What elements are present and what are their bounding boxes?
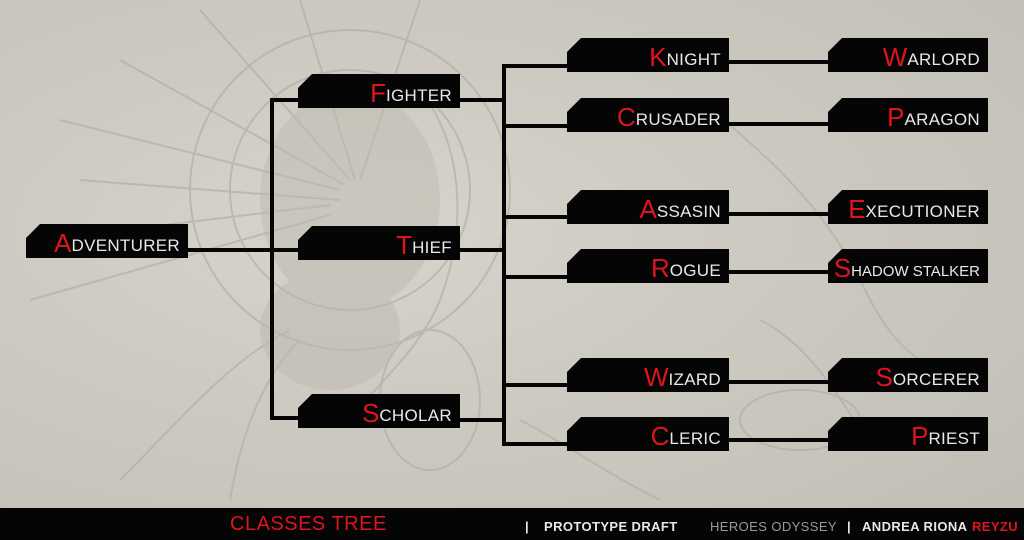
node-wizard-label: izard	[668, 370, 721, 389]
node-scholar: Scholar	[298, 394, 460, 428]
node-crusader-initial: C	[616, 102, 636, 132]
node-assasin: Assasin	[567, 190, 729, 224]
node-crusader-label: rusader	[635, 110, 721, 129]
node-fighter-initial: F	[370, 78, 386, 108]
node-executioner: Executioner	[828, 190, 988, 224]
node-sorcerer-label: orcerer	[892, 370, 980, 389]
node-paragon: Paragon	[828, 98, 988, 132]
footer-title: CLASSES TREE	[230, 513, 387, 535]
footer-project: HEROES ODYSSEY	[710, 519, 837, 534]
node-cleric: Cleric	[567, 417, 729, 451]
node-paragon-label: aragon	[904, 110, 980, 129]
node-knight: Knight	[567, 38, 729, 72]
node-rogue-label: ogue	[669, 261, 721, 280]
node-priest-label: riest	[928, 429, 980, 448]
node-scholar-label: cholar	[379, 406, 452, 425]
node-thief-label: hief	[412, 238, 452, 257]
node-assasin-initial: A	[639, 194, 657, 224]
node-warlord-initial: W	[882, 42, 908, 72]
node-rogue-initial: R	[650, 253, 670, 283]
node-executioner-label: xecutioner	[865, 202, 980, 221]
node-assasin-label: ssasin	[656, 202, 721, 221]
node-paragon-initial: P	[887, 102, 905, 132]
node-cleric-label: leric	[669, 429, 721, 448]
node-adventurer: Adventurer	[26, 224, 188, 258]
node-cleric-initial: C	[650, 421, 670, 451]
footer-bar: CLASSES TREE | PROTOTYPE DRAFT HEROES OD…	[0, 508, 1024, 540]
footer-author-accent: REYZU	[972, 519, 1019, 534]
node-adventurer-initial: A	[54, 228, 72, 258]
node-executioner-initial: E	[848, 194, 866, 224]
connector-lines	[184, 60, 830, 446]
node-scholar-initial: S	[362, 398, 380, 428]
node-thief: Thief	[298, 226, 460, 260]
footer-separator-2: |	[847, 519, 852, 534]
node-shadow-stalker-label: hadow Stalker	[851, 263, 980, 280]
node-warlord: Warlord	[828, 38, 988, 72]
node-priest-initial: P	[911, 421, 929, 451]
node-rogue: Rogue	[567, 249, 729, 283]
node-crusader: Crusader	[567, 98, 729, 132]
node-fighter-label: ighter	[385, 86, 452, 105]
node-wizard-initial: W	[643, 362, 669, 392]
node-wizard: Wizard	[567, 358, 729, 392]
node-shadow-stalker: Shadow Stalker	[828, 249, 988, 283]
node-sorcerer-initial: S	[875, 362, 893, 392]
node-knight-initial: K	[649, 42, 667, 72]
footer-author: ANDREA RIONA	[862, 519, 968, 534]
footer-draft: PROTOTYPE DRAFT	[544, 519, 678, 534]
node-knight-label: night	[666, 50, 721, 69]
node-warlord-label: arlord	[907, 50, 980, 69]
node-fighter: Fighter	[298, 74, 460, 108]
node-priest: Priest	[828, 417, 988, 451]
node-shadow-stalker-initial: S	[833, 253, 852, 283]
node-thief-initial: T	[396, 230, 413, 260]
footer-separator-1: |	[525, 519, 530, 534]
node-adventurer-label: dventurer	[71, 236, 180, 255]
node-sorcerer: Sorcerer	[828, 358, 988, 392]
